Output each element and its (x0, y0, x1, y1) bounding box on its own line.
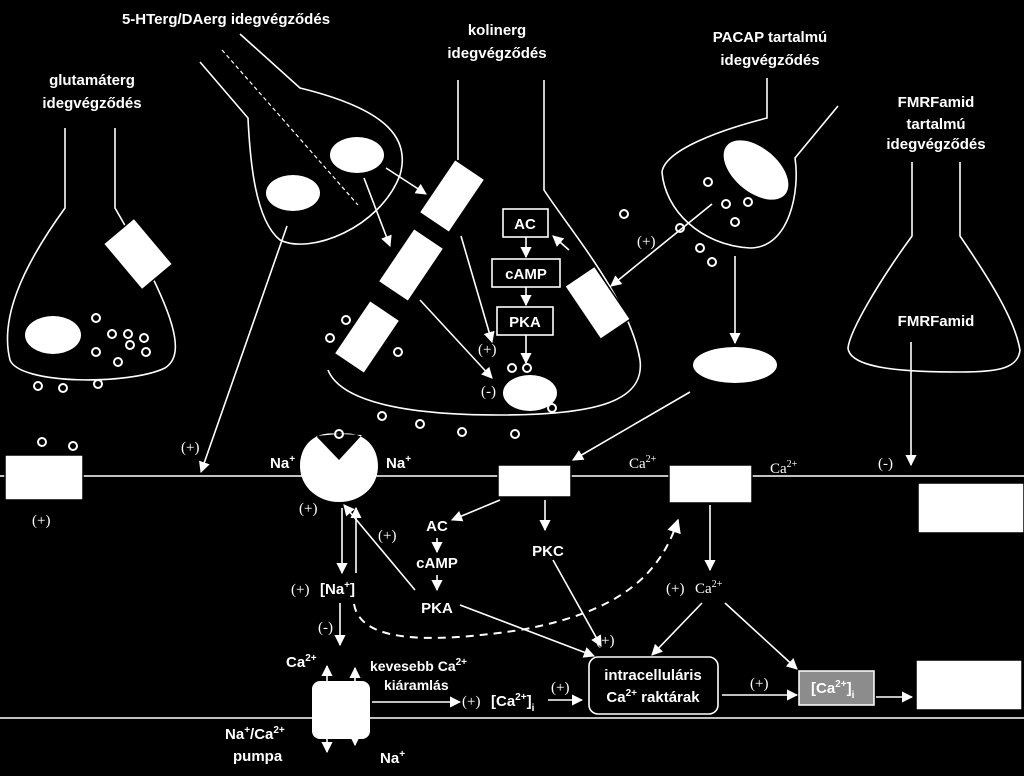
receptor-mid (497, 464, 572, 498)
cholinergic-terminal (325, 80, 642, 439)
ca-left: Ca2+ (629, 454, 657, 472)
presyn-plus-1: (+) (478, 342, 496, 358)
cholinergic-label-2: idegvégződés (447, 45, 546, 62)
fmrfamid-inner-label: FMRFamid (898, 313, 975, 330)
less-ca-line1: kevesebb Ca2+ (370, 657, 467, 674)
glutamate-receptor (4, 454, 84, 501)
pacap-label-1: PACAP tartalmú (713, 29, 827, 46)
fmrfamid-label-1: FMRFamid (898, 94, 975, 111)
glut-plus: (+) (32, 513, 50, 529)
pacap-terminal (619, 78, 839, 383)
stores-to-ca-plus: (+) (750, 676, 768, 692)
stores-line1: intracelluláris (604, 667, 702, 684)
ca-cyto: Ca2+ (695, 579, 723, 597)
na-channel-plus: (+) (299, 501, 317, 517)
na-ca-pump (312, 681, 370, 739)
pump-label-2: pumpa (233, 748, 283, 765)
glutamatergic-label-1: glutamáterg (49, 72, 135, 89)
cyto-camp: cAMP (416, 555, 458, 572)
presyn-camp: cAMP (505, 266, 547, 283)
ca-i-plus: (+) (462, 694, 480, 710)
stores-line2: Ca2+ raktárak (606, 688, 700, 706)
ca-i-mid: [Ca2+]i (491, 692, 535, 714)
fmrfamid-minus: (-) (878, 456, 893, 472)
cyto-pka: PKA (421, 600, 453, 617)
pump-label-1: Na+/Ca2+ (225, 725, 285, 743)
na-channel (300, 433, 378, 502)
glutamatergic-terminal (6, 128, 177, 451)
ca-cyto-plus: (+) (666, 581, 684, 597)
cyto-pkc: PKC (532, 543, 564, 560)
intracellular-stores-box (588, 656, 719, 715)
pka-to-na-plus: (+) (378, 528, 396, 544)
na-conc-minus: (-) (318, 620, 333, 636)
presyn-minus-1: (-) (481, 384, 496, 400)
glutamatergic-label-2: idegvégződés (42, 95, 141, 112)
pacap-plus: (+) (637, 234, 655, 250)
cholinergic-label-1: kolinerg (468, 22, 526, 39)
effector-box (915, 659, 1023, 711)
receptor-stack (333, 158, 632, 375)
pump-na-out: Na+ (380, 749, 405, 767)
fmrfamid-label-2: tartalmú (906, 116, 965, 133)
ca-right: Ca2+ (770, 459, 798, 477)
ca-i-to-stores-plus: (+) (551, 680, 569, 696)
na-conc: [Na+] (320, 580, 355, 598)
pkc-plus: (+) (596, 633, 614, 649)
pacap-label-2: idegvégződés (720, 52, 819, 69)
ca-i-box-label: [Ca2+]i (811, 679, 855, 701)
fmrfamid-label-3: idegvégződés (886, 136, 985, 153)
presyn-ac: AC (514, 216, 536, 233)
serotonergic-terminal (199, 33, 404, 245)
right-channel (917, 482, 1024, 534)
serotonin-plus: (+) (181, 440, 199, 456)
dashed-path (353, 518, 681, 639)
serotonergic-label: 5-HTerg/DAerg idegvégződés (122, 11, 330, 28)
cyto-ac: AC (426, 518, 448, 535)
na-conc-plus: (+) (291, 582, 309, 598)
na-left: Na+ (270, 454, 295, 472)
pump-ca-top: Ca2+ (286, 653, 317, 671)
ca-channel (668, 464, 753, 504)
ca-i-box (798, 670, 875, 706)
na-right: Na+ (386, 454, 411, 472)
less-ca-line2: kiáramlás (384, 677, 449, 693)
presyn-pka: PKA (509, 314, 541, 331)
fmrfamid-terminal (847, 162, 1021, 467)
